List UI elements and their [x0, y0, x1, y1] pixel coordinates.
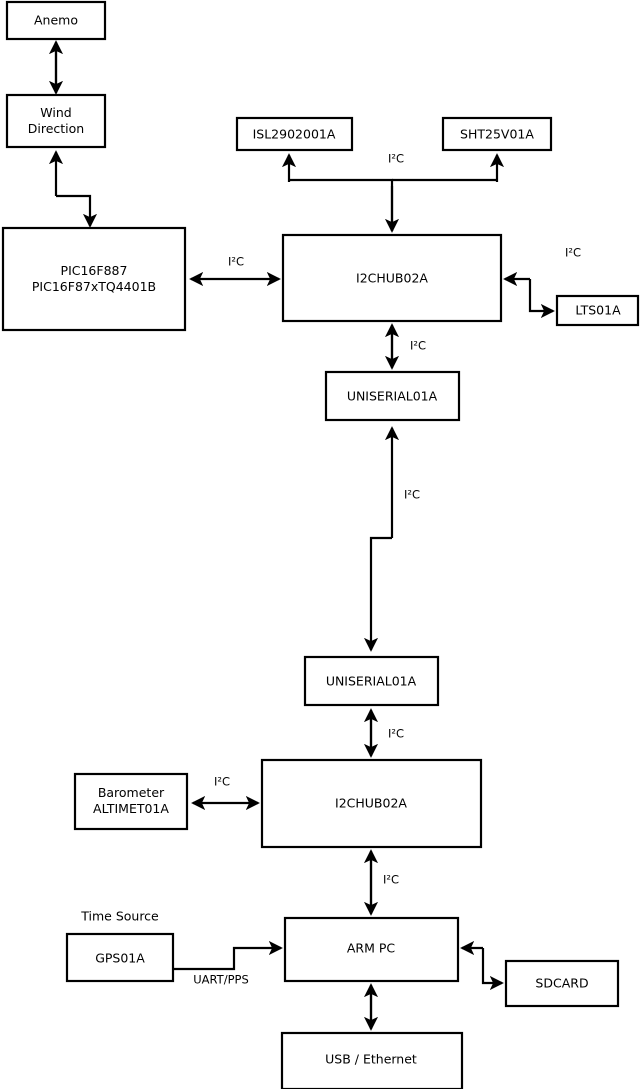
bus-left-branch	[289, 178, 394, 231]
label-time-source: Time Source	[80, 909, 159, 924]
node-i2chub02a-top-box[interactable]	[281, 233, 503, 323]
edge-layer: I²C I²C I²C I²C I²C	[48, 40, 581, 1031]
edge-pic-i2chub: I²C	[189, 255, 281, 287]
arrow-to-sdcard	[481, 948, 504, 991]
node-pic-mcu-box[interactable]	[1, 226, 187, 332]
node-uniserial01a-upper[interactable]: UNISERIAL01A	[324, 370, 461, 422]
edge-label-i2chub-uniserial: I²C	[410, 339, 426, 353]
node-uniserial01a-upper-label: UNISERIAL01A	[347, 389, 438, 404]
node-uniserial01a-lower[interactable]: UNISERIAL01A	[303, 655, 440, 707]
edge-label-i2chub-lts: I²C	[565, 246, 581, 260]
node-isl2902001a-label: ISL2902001A	[253, 127, 336, 142]
node-usb-ethernet[interactable]: USB / Ethernet	[280, 1031, 464, 1089]
node-anemo-label: Anemo	[34, 13, 78, 28]
node-i2chub02a-bottom[interactable]: I2CHUB02A	[260, 758, 483, 849]
node-lts01a-box[interactable]	[555, 294, 640, 327]
node-usb-ethernet-box[interactable]	[280, 1031, 464, 1089]
edge-label-i2chub-armpc: I²C	[383, 873, 399, 887]
arrow-pic-down	[56, 194, 98, 228]
arrow-lower-down	[363, 536, 392, 652]
node-usb-ethernet-label: USB / Ethernet	[325, 1052, 417, 1067]
edge-i2chub-uniserial-upper: I²C	[384, 323, 426, 370]
arrow-to-lts	[528, 279, 555, 319]
free-label-layer: Time Source	[80, 909, 159, 924]
node-uniserial01a-lower-label: UNISERIAL01A	[326, 674, 417, 689]
node-lts01a-label: LTS01A	[575, 303, 621, 318]
node-sdcard-label: SDCARD	[535, 976, 588, 991]
node-gps01a[interactable]: GPS01A	[65, 932, 175, 983]
node-barometer-box[interactable]	[73, 772, 189, 831]
edge-wind-direction-pic	[48, 150, 98, 228]
node-uniserial01a-upper-box[interactable]	[324, 370, 461, 422]
node-anemo[interactable]: Anemo	[5, 0, 107, 41]
node-sdcard-box[interactable]	[504, 959, 620, 1008]
edge-label-uniserial-i2chub: I²C	[388, 727, 404, 741]
node-arm-pc[interactable]: ARM PC	[283, 916, 460, 983]
node-sht25v01a[interactable]: SHT25V01A	[441, 116, 553, 152]
node-isl2902001a-box[interactable]	[235, 116, 354, 152]
node-isl2902001a[interactable]: ISL2902001A	[235, 116, 354, 152]
edge-gps-armpc: UART/PPS	[173, 940, 283, 987]
node-uniserial01a-lower-box[interactable]	[303, 655, 440, 707]
node-wind-direction-box[interactable]	[5, 93, 107, 149]
node-gps01a-label: GPS01A	[95, 951, 145, 966]
edge-label-barometer-i2chub: I²C	[214, 775, 230, 789]
edge-barometer-i2chub: I²C	[191, 775, 260, 811]
node-arm-pc-label: ARM PC	[347, 941, 396, 956]
edge-label-pic-i2chub: I²C	[228, 255, 244, 269]
node-i2chub02a-bottom-box[interactable]	[260, 758, 483, 849]
node-i2chub02a-top-label: I2CHUB02A	[356, 271, 428, 286]
node-lts01a[interactable]: LTS01A	[555, 294, 640, 327]
edge-label-uniserial-chain: I²C	[404, 488, 420, 502]
node-i2chub02a-top[interactable]: I2CHUB02A	[281, 233, 503, 323]
edge-uniserial-chain: I²C	[363, 426, 420, 652]
edge-i2chub-sensors: I²C	[281, 152, 505, 233]
node-sht25v01a-label: SHT25V01A	[460, 127, 534, 142]
node-anemo-box[interactable]	[5, 0, 107, 41]
node-sdcard[interactable]: SDCARD	[504, 959, 620, 1008]
edge-armpc-sdcard	[460, 940, 504, 991]
edge-uniserial-i2chub-bottom: I²C	[363, 708, 404, 758]
arrow-to-armpc	[173, 940, 283, 971]
node-arm-pc-box[interactable]	[283, 916, 460, 983]
node-sht25v01a-box[interactable]	[441, 116, 553, 152]
node-gps01a-box[interactable]	[65, 932, 175, 983]
edge-i2chub-armpc: I²C	[363, 849, 399, 916]
node-i2chub02a-bottom-label: I2CHUB02A	[335, 796, 407, 811]
edge-i2chub-lts: I²C	[503, 246, 581, 319]
edge-label-gps-armpc: UART/PPS	[193, 973, 249, 987]
edge-label-i2chub-sensors: I²C	[388, 152, 404, 166]
